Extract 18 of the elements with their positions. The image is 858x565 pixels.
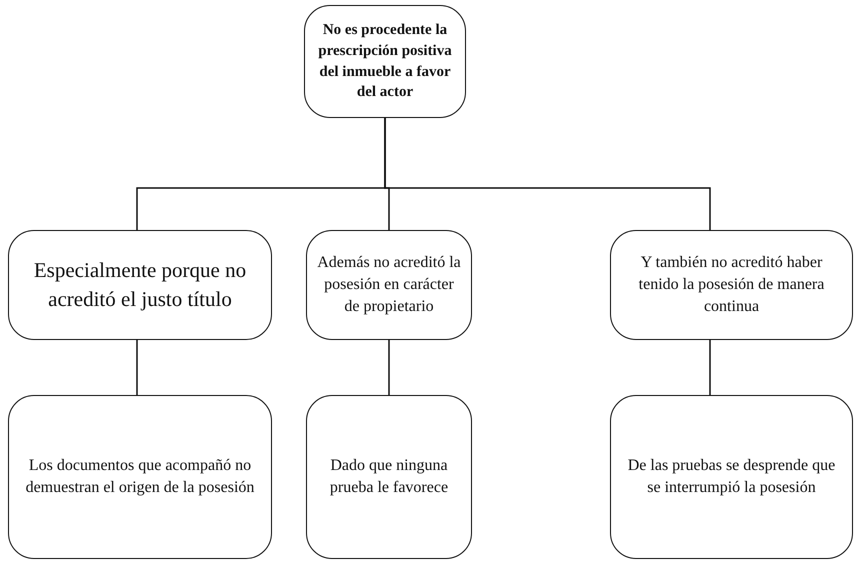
box-text: Los documentos que acompañó no demuestran el origen de la posesión (24, 456, 256, 498)
rounded-box (306, 230, 472, 340)
rounded-box (304, 5, 466, 118)
rounded-box (8, 395, 272, 559)
connector-line (136, 340, 138, 395)
connector-line (388, 340, 390, 395)
connector-line (709, 340, 711, 395)
rounded-box (306, 395, 472, 559)
rounded-box (8, 230, 272, 340)
box-text: No es procedente la prescripción positiva del inmueble a favor del actor (317, 21, 453, 102)
box-text: De las pruebas se desprende que se interrumpió la posesión (626, 456, 836, 498)
rounded-box (610, 395, 853, 559)
box-text: Dado que ninguna prueba le favorece (328, 456, 450, 498)
rounded-box (610, 230, 853, 340)
box-text: Y también no acreditó haber tenido la posesión de manera continua (638, 252, 826, 318)
box-text: Especialmente porque no acreditó el justo título (32, 257, 248, 313)
box-text: Además no acreditó la posesión en carácter de propietario (317, 252, 461, 318)
connector-line (384, 118, 711, 230)
